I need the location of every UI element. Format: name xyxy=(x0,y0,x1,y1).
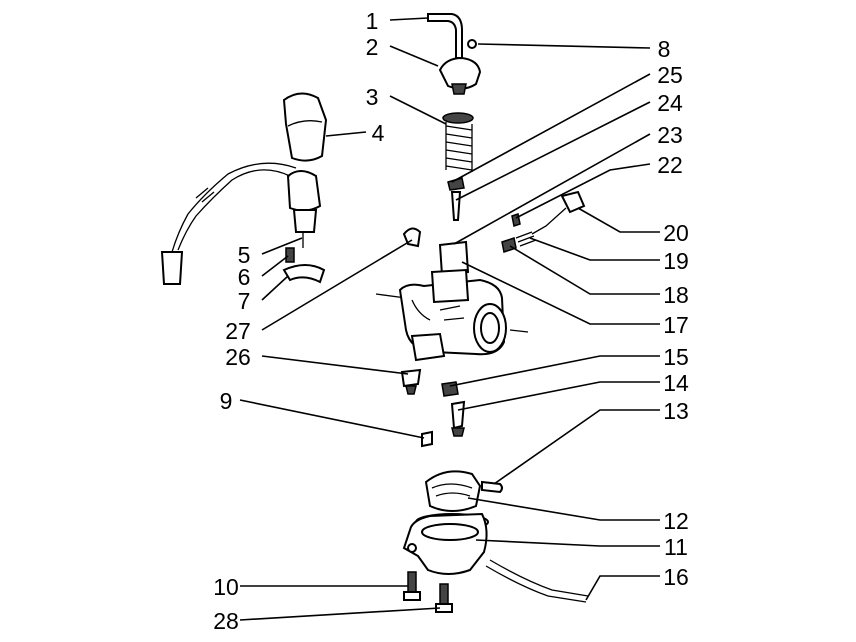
callout-2: 2 xyxy=(366,34,379,60)
part-20-connector xyxy=(531,190,586,235)
callout-14: 14 xyxy=(663,370,689,396)
callout-25: 25 xyxy=(657,62,683,88)
part-9-jet xyxy=(421,430,433,448)
callout-19: 19 xyxy=(663,248,689,274)
callout-12: 12 xyxy=(663,508,689,534)
callout-23: 23 xyxy=(657,122,683,148)
part-28-screw xyxy=(435,583,453,613)
part-18-screw xyxy=(501,237,517,253)
callout-27: 27 xyxy=(225,318,251,344)
callout-5: 5 xyxy=(238,242,251,268)
callout-8: 8 xyxy=(658,36,671,62)
callout-22: 22 xyxy=(657,152,683,178)
callout-9: 9 xyxy=(220,388,233,414)
callout-20: 20 xyxy=(663,220,689,246)
part-12-float xyxy=(424,470,482,512)
part-16-drain-tube xyxy=(485,559,589,603)
carburetor-body xyxy=(375,268,529,362)
callout-13: 13 xyxy=(663,398,689,424)
leader-lines xyxy=(239,17,660,621)
callout-3: 3 xyxy=(366,84,379,110)
part-19-spring xyxy=(515,231,537,247)
callout-24: 24 xyxy=(657,90,683,116)
callout-16: 16 xyxy=(663,564,689,590)
callout-18: 18 xyxy=(663,282,689,308)
callout-1: 1 xyxy=(366,8,379,34)
callout-labels: 1 2 3 4 5 6 7 27 26 9 10 28 8 25 24 23 2… xyxy=(213,8,689,634)
callout-17: 17 xyxy=(663,312,689,338)
part-14-jet xyxy=(450,400,466,437)
part-3-spring xyxy=(442,112,474,172)
part-24-needle xyxy=(450,191,462,221)
part-13-pin xyxy=(481,480,503,494)
callout-15: 15 xyxy=(663,344,689,370)
callout-4: 4 xyxy=(372,120,385,146)
callout-7: 7 xyxy=(238,288,251,314)
callout-6: 6 xyxy=(238,264,251,290)
part-2-cover-cap xyxy=(438,39,482,95)
callout-11: 11 xyxy=(664,534,688,560)
part-6-screw xyxy=(285,247,295,263)
part-4-boot-cap xyxy=(282,92,328,162)
callout-10: 10 xyxy=(213,574,239,600)
callout-28: 28 xyxy=(213,608,239,634)
part-5-choke-plunger xyxy=(160,162,322,285)
part-1-cable-tube xyxy=(427,13,463,59)
part-10-screw xyxy=(403,571,421,601)
part-7-bracket xyxy=(282,264,326,284)
part-11-float-bowl xyxy=(402,512,489,575)
callout-26: 26 xyxy=(225,344,251,370)
